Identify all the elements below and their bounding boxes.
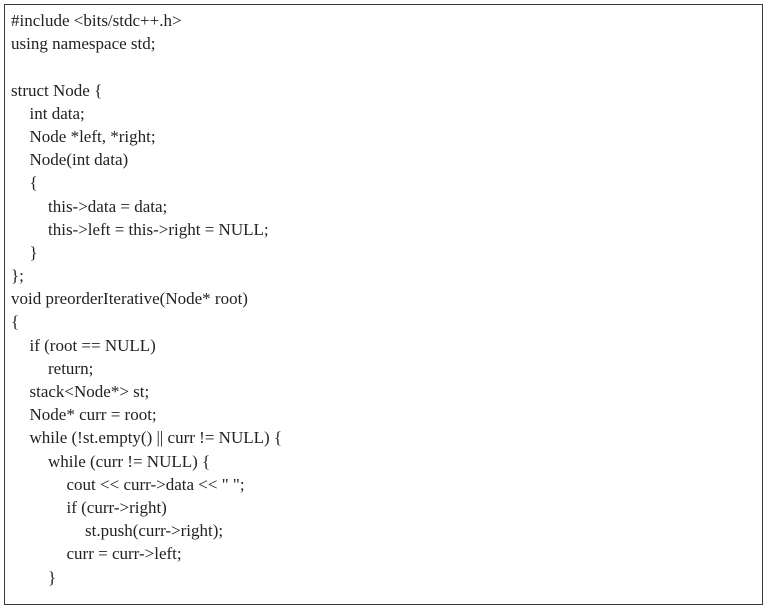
code-line: void preorderIterative(Node* root) bbox=[11, 289, 248, 309]
code-line: this->left = this->right = NULL; bbox=[48, 219, 269, 239]
code-line: if (curr->right) bbox=[66, 497, 167, 517]
code-line: cout << curr->data << " "; bbox=[66, 474, 245, 494]
code-line: stack<Node*> st; bbox=[29, 382, 150, 401]
code-line: if (root == NULL) bbox=[29, 335, 156, 355]
code-line: Node(int data) bbox=[29, 150, 129, 170]
code-block: #include <bits/stdc++.h> using namespace … bbox=[11, 9, 282, 589]
code-line: Node *left, *right; bbox=[29, 126, 156, 146]
code-line: } bbox=[29, 242, 38, 262]
code-line: this->data = data; bbox=[48, 196, 168, 216]
code-line: st.push(curr->right); bbox=[85, 521, 224, 541]
code-line: }; bbox=[11, 266, 24, 286]
code-line: using namespace std; bbox=[11, 34, 156, 54]
code-line: { bbox=[29, 173, 38, 193]
code-line: } bbox=[48, 567, 57, 587]
code-line: int data; bbox=[29, 103, 85, 123]
code-line bbox=[11, 55, 282, 78]
code-line: { bbox=[11, 312, 20, 332]
code-line: while (!st.empty() || curr != NULL) { bbox=[29, 428, 283, 448]
code-line: struct Node { bbox=[11, 80, 103, 100]
code-line: while (curr != NULL) { bbox=[48, 451, 211, 471]
code-line: Node* curr = root; bbox=[29, 405, 157, 425]
code-line: #include <bits/stdc++.h> bbox=[11, 11, 182, 30]
code-frame: #include <bits/stdc++.h> using namespace … bbox=[4, 4, 763, 605]
code-line: curr = curr->left; bbox=[66, 544, 182, 564]
code-line: return; bbox=[48, 358, 94, 378]
